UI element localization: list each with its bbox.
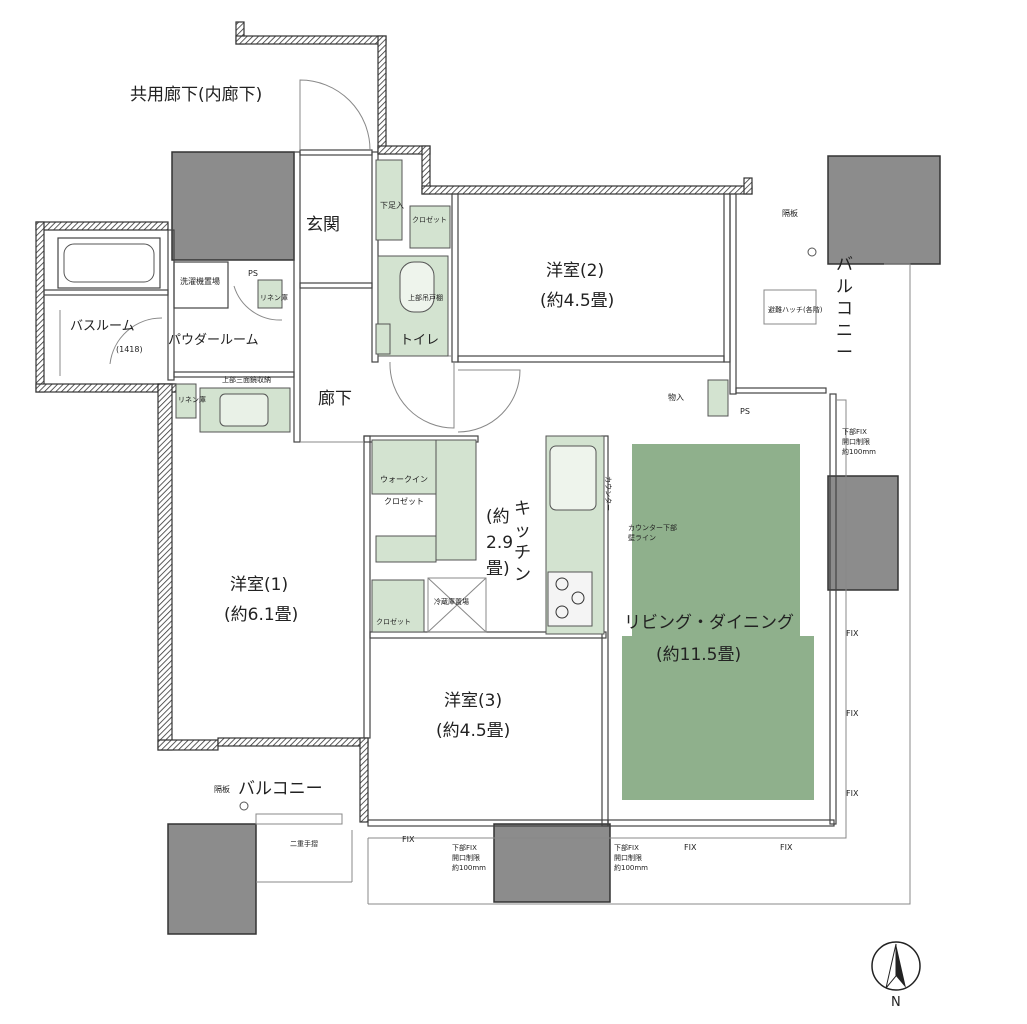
label-partition-right: 隔板 — [782, 208, 798, 218]
label-counter-wall: 壁ライン — [628, 533, 656, 542]
label-western3-size: (約4.5畳) — [436, 721, 510, 741]
bath-fixtures — [57, 159, 729, 433]
label-ps-top: PS — [248, 269, 258, 278]
label-western3-name: 洋室(3) — [444, 691, 502, 711]
drain-icon — [807, 247, 817, 257]
label-fix-lower-right: 下部FIX — [842, 427, 867, 436]
label-western2-size: (約4.5畳) — [540, 291, 614, 311]
label-storage: 物入 — [668, 392, 684, 402]
label-counter: カウンター — [604, 476, 613, 511]
label-fix-2: FIX — [846, 709, 859, 718]
kitchen-char: チ — [514, 543, 531, 563]
label-fix-6: FIX — [780, 843, 793, 852]
column-bottom-mid — [493, 823, 611, 903]
label-fix-100-mid: 約100mm — [452, 863, 486, 872]
labels: 共用廊下(内廊下) 玄関 下足入 クロゼット 洋室(2) (約4.5畳) 洗濯機… — [70, 85, 876, 872]
label-entrance: 玄関 — [306, 215, 340, 235]
balcony-outlines — [255, 263, 911, 905]
label-fix-lower-bottom: 下部FIX — [614, 843, 639, 852]
label-kitchen-size-1: (約 — [486, 507, 510, 527]
balcony-char: バ — [836, 255, 853, 275]
label-toilet-shelf: 上部吊戸棚 — [408, 293, 443, 302]
label-fix-limit-mid: 開口制限 — [452, 853, 480, 862]
label-fridge: 冷蔵庫置場 — [434, 597, 469, 606]
door-swings — [109, 79, 521, 433]
label-linen-top: リネン庫 — [260, 293, 288, 302]
label-hallway: 廊下 — [318, 389, 352, 409]
label-fix-100-bottom: 約100mm — [614, 863, 648, 872]
label-living-name: リビング・ダイニング — [624, 613, 794, 633]
column-bottom-left — [167, 823, 257, 935]
label-fix-3: FIX — [846, 789, 859, 798]
label-common-corridor: 共用廊下(内廊下) — [130, 85, 262, 105]
kitchen-char: キ — [514, 499, 531, 519]
label-counter-lower: カウンター下部 — [628, 523, 677, 532]
north-label: N — [891, 995, 901, 1010]
label-fix-lower-mid: 下部FIX — [452, 843, 477, 852]
kitchen-char: ッ — [514, 521, 531, 541]
label-bath-size: (1418) — [116, 345, 143, 354]
label-fix-limit-bottom: 開口制限 — [614, 853, 642, 862]
label-shoe-box: 下足入 — [380, 201, 404, 210]
label-kitchen-name: キッチン — [514, 499, 531, 585]
label-western1-size: (約6.1畳) — [224, 605, 298, 625]
label-western2-name: 洋室(2) — [546, 261, 604, 281]
exterior-walls — [35, 21, 753, 823]
label-balcony-left: バルコニー — [238, 779, 323, 799]
label-fix-5: FIX — [684, 843, 697, 852]
label-washer: 洗濯機置場 — [180, 276, 220, 286]
label-closet-lower: クロゼット — [376, 617, 411, 626]
label-western1-name: 洋室(1) — [230, 575, 288, 595]
label-partition-left: 隔板 — [214, 784, 230, 794]
label-double-rail: 二重手摺 — [290, 839, 318, 848]
label-fix-4: FIX — [402, 835, 415, 844]
evac-hatch-box — [763, 289, 817, 325]
label-fix-limit-right: 開口制限 — [842, 437, 870, 446]
north-arrow-icon: N — [871, 941, 921, 1010]
label-linen-lower: リネン庫 — [178, 395, 206, 404]
label-fix-1: FIX — [846, 629, 859, 638]
label-powder-name: パウダールーム — [168, 333, 259, 348]
label-kitchen-size-3: 畳) — [486, 559, 510, 579]
label-walkin-1: ウォークイン — [380, 475, 428, 484]
column-top-left — [171, 151, 295, 261]
balcony-char: ル — [836, 277, 853, 297]
balcony-char: コ — [836, 299, 853, 319]
label-evac-hatch: 避難ハッチ(各階) — [768, 305, 823, 314]
label-living-size: (約11.5畳) — [656, 645, 741, 665]
label-walkin-2: クロゼット — [384, 496, 424, 506]
living-floor-upper — [632, 444, 800, 636]
balcony-char: ニ — [836, 321, 853, 341]
storage-fixtures — [371, 435, 605, 635]
label-kitchen-size-2: 2.9 — [486, 533, 513, 553]
label-bath-name: バスルーム — [70, 319, 135, 334]
living-floor-lower — [622, 636, 814, 800]
label-closet-top: クロゼット — [412, 215, 447, 224]
kitchen-char: ン — [514, 565, 531, 585]
label-mirror-storage: 上部三面鏡収納 — [222, 375, 271, 384]
column-top-right — [827, 155, 941, 265]
label-ps-right: PS — [740, 407, 750, 416]
drain-icon — [239, 801, 249, 811]
label-toilet: トイレ — [400, 333, 439, 348]
label-fix-100-right: 約100mm — [842, 447, 876, 456]
balcony-char: ー — [836, 343, 853, 363]
label-balcony-right: バルコニー — [836, 255, 853, 363]
column-right-mid — [827, 475, 899, 591]
